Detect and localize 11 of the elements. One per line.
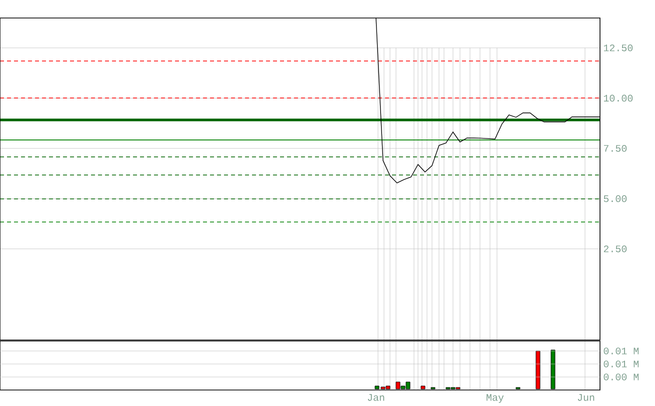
price-tick-label: 12.50	[604, 44, 633, 52]
price-tick-label: 10.00	[604, 94, 633, 102]
price-tick-label: 2.50	[604, 245, 627, 252]
price-tick-label: 5.00	[604, 195, 627, 202]
month-label: Jun	[578, 394, 594, 401]
volume-tick-label: 0.01 M	[604, 360, 639, 368]
volume-tick-label: 0.00 M	[604, 374, 639, 380]
volume-tick-label: 0.01 M	[604, 348, 639, 354]
month-label: Jan	[368, 394, 384, 401]
month-label: May	[486, 394, 504, 403]
price-tick-label: 7.50	[604, 145, 627, 152]
